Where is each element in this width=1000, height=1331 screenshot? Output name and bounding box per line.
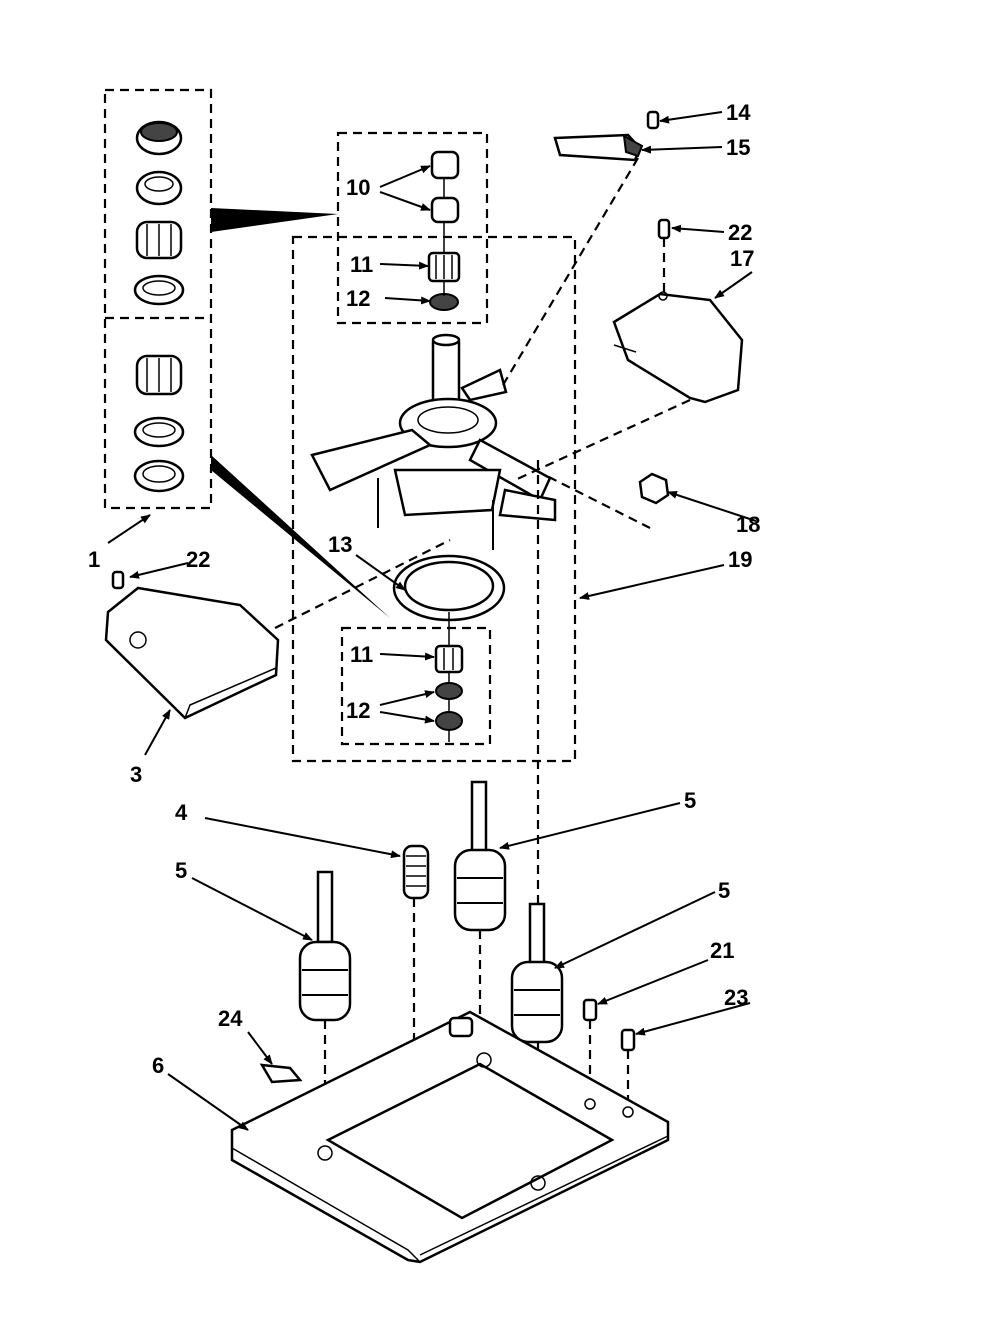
- seal-kit-upper-parts: [133, 120, 185, 306]
- callout-22-left: 22: [186, 547, 210, 572]
- seal-kit-pointer-upper: [211, 208, 338, 232]
- drive-assembly-group: [291, 235, 577, 763]
- shield-plate-3: [104, 539, 451, 720]
- lower-bearing-group: [340, 612, 492, 746]
- callout-11-upper: 11: [350, 252, 373, 277]
- callout-5-right: 5: [718, 878, 730, 903]
- callout-23: 23: [724, 985, 748, 1010]
- cover-plate-17: [514, 218, 744, 482]
- switch-bracket: [499, 110, 660, 391]
- callout-11-lower: 11: [350, 642, 373, 667]
- shock-absorber-right: [510, 460, 564, 1180]
- callout-13: 13: [328, 532, 352, 557]
- seal-kit-lower-parts: [133, 354, 185, 493]
- callout-21: 21: [710, 938, 734, 963]
- callout-15: 15: [726, 135, 750, 160]
- callout-5-middle: 5: [684, 788, 696, 813]
- callout-18: 18: [736, 512, 760, 537]
- callout-12-lower: 12: [346, 698, 370, 723]
- callout-1: 1: [88, 547, 100, 572]
- base-frame-6: [230, 1010, 670, 1264]
- callout-17: 17: [730, 246, 754, 271]
- seal-kit-pointer-lower: [211, 455, 390, 618]
- callout-14: 14: [726, 100, 751, 125]
- callout-19: 19: [728, 547, 752, 572]
- callout-5-left: 5: [175, 858, 187, 883]
- upper-bearing-group: [336, 131, 489, 325]
- callout-22-right: 22: [728, 220, 752, 245]
- callout-10: 10: [346, 175, 370, 200]
- seal-kit-group: [103, 88, 390, 618]
- callout-24: 24: [218, 1006, 243, 1031]
- clip-24: [259, 1063, 303, 1084]
- callout-4: 4: [175, 800, 188, 825]
- callout-3: 3: [130, 762, 142, 787]
- callout-12-upper: 12: [346, 286, 370, 311]
- spring-4: [402, 844, 430, 1060]
- callout-6: 6: [152, 1053, 164, 1078]
- callout-leaders: [107, 111, 757, 1131]
- callout-labels: 1 22 3 4 5 5 5 6 10 11 12 11 12 13 14 15…: [88, 100, 760, 1078]
